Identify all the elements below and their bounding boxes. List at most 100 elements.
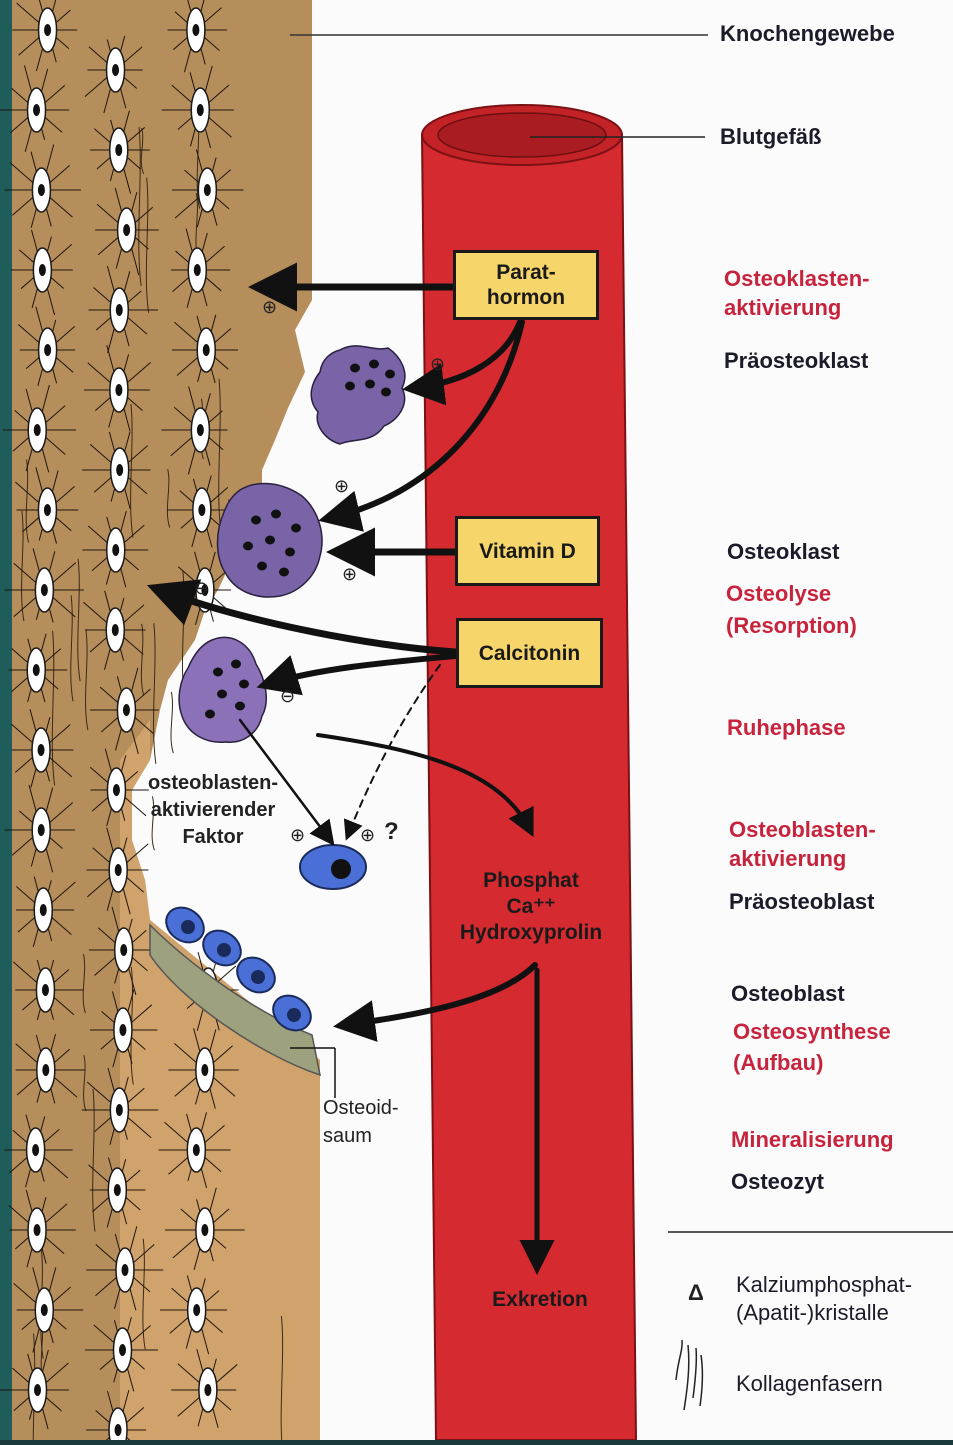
osteoclast-nucleus xyxy=(265,536,275,545)
plus-sign: ⊕ xyxy=(290,825,305,846)
collagen-legend-label: Kollagenfasern xyxy=(736,1368,883,1399)
calcitonin-label: Calcitonin xyxy=(479,641,581,666)
osteoklasten-aktivierung-line1: Osteoklasten- xyxy=(724,263,870,294)
osteocyte-nucleus xyxy=(116,464,123,476)
osteozyt-label: Osteozyt xyxy=(731,1166,824,1197)
osteocyte-nucleus xyxy=(121,1264,128,1276)
osteoclast-nucleus xyxy=(291,524,301,533)
osteoclast-nucleus xyxy=(251,516,261,525)
calcitonin-box: Calcitonin xyxy=(456,618,603,688)
osteocyte-nucleus xyxy=(197,104,204,116)
osteocyte-nucleus xyxy=(44,344,51,356)
osteoid-line1: Osteoid- xyxy=(323,1094,399,1122)
osteocyte-nucleus xyxy=(113,784,120,796)
factor-line3: Faktor xyxy=(133,824,293,851)
osteolyse-line1: Osteolyse xyxy=(726,578,831,609)
osteocyte-nucleus xyxy=(116,304,123,316)
osteoid-line2: saum xyxy=(323,1122,399,1150)
osteoclast-nucleus xyxy=(285,548,295,557)
osteocyte-nucleus xyxy=(44,24,51,36)
crystal-legend-line1: Kalziumphosphat- xyxy=(736,1270,912,1299)
osteoclast-nucleus xyxy=(231,660,241,669)
osteocyte-nucleus xyxy=(115,384,122,396)
osteocyte-nucleus xyxy=(123,704,130,716)
osteocyte-nucleus xyxy=(123,224,130,236)
osteoblasten-aktivierung-line1: Osteoblasten- xyxy=(729,814,876,845)
plus-sign: ⊕ xyxy=(262,297,277,318)
osteoclast-nucleus xyxy=(235,702,245,711)
osteocyte-nucleus xyxy=(115,1424,122,1436)
osteoklasten-aktivierung-line2: aktivierung xyxy=(724,292,841,323)
osteocyte-nucleus xyxy=(32,1144,39,1156)
osteocyte-nucleus xyxy=(38,744,45,756)
osteocyte-nucleus xyxy=(115,864,122,876)
exkretion-label: Exkretion xyxy=(470,1288,610,1312)
osteocyte-nucleus xyxy=(193,1304,200,1316)
osteocyte-nucleus xyxy=(44,504,51,516)
hydroxyprolin-label: Hydroxyprolin xyxy=(446,920,616,946)
ruhephase-label: Ruhephase xyxy=(727,712,846,743)
osteocyte-nucleus xyxy=(115,144,122,156)
plus-sign: ⊕ xyxy=(430,354,445,375)
osteocyte-nucleus xyxy=(42,984,49,996)
osteocyte-nucleus xyxy=(197,424,204,436)
resorption-products-label: Phosphat Ca⁺⁺ Hydroxyprolin xyxy=(446,868,616,946)
osteocyte-nucleus xyxy=(34,1384,41,1396)
vitamin-d-box: Vitamin D xyxy=(455,516,600,586)
osteocyte-nucleus xyxy=(198,504,205,516)
osteocyte-nucleus xyxy=(119,1024,126,1036)
osteoidsaum-label: Osteoid- saum xyxy=(323,1094,399,1150)
osteocyte-nucleus xyxy=(38,824,45,836)
osteocyte-nucleus xyxy=(39,264,46,276)
osteocyte-nucleus xyxy=(201,1064,208,1076)
osteocyte-nucleus xyxy=(193,1144,200,1156)
osteoblast-nucleus xyxy=(287,1008,301,1022)
minus-sign: ⊖ xyxy=(194,578,209,599)
factor-line2: aktivierender xyxy=(133,797,293,824)
osteocyte-nucleus xyxy=(112,64,119,76)
parathormon-label-line2: hormon xyxy=(487,285,565,310)
praeosteoblast-label: Präosteoblast xyxy=(729,886,875,917)
osteoclast-nucleus xyxy=(213,668,223,677)
parathormon-label-line1: Parat- xyxy=(496,260,556,285)
osteoblast-factor-label: osteoblasten- aktivierender Faktor xyxy=(133,770,293,851)
left-edge xyxy=(0,0,12,1440)
crystal-legend-line2: (Apatit-)kristalle xyxy=(736,1298,889,1327)
minus-sign: ⊖ xyxy=(280,686,295,707)
plus-sign: ⊕ xyxy=(334,476,349,497)
plus-sign: ⊕ xyxy=(342,564,357,585)
osteoclast-nucleus xyxy=(239,680,249,689)
osteoclast-nucleus xyxy=(365,380,375,389)
osteocyte-nucleus xyxy=(34,424,41,436)
osteoclast-nucleus xyxy=(257,562,267,571)
mineralisierung-label: Mineralisierung xyxy=(731,1124,894,1155)
blutgefaess-label: Blutgefäß xyxy=(720,121,821,152)
osteoclast-nucleus xyxy=(385,370,395,379)
osteoblast-label: Osteoblast xyxy=(731,978,845,1009)
osteocyte-nucleus xyxy=(41,584,48,596)
osteocyte-nucleus xyxy=(201,1224,208,1236)
osteocyte-nucleus xyxy=(112,624,119,636)
osteoclast-nucleus xyxy=(243,542,253,551)
osteoklast-label: Osteoklast xyxy=(727,536,840,567)
osteocyte-nucleus xyxy=(119,1344,126,1356)
osteocyte-nucleus xyxy=(42,1064,49,1076)
osteoblast-nucleus xyxy=(181,920,195,934)
osteocyte-nucleus xyxy=(114,1184,121,1196)
osteocyte-nucleus xyxy=(112,544,119,556)
osteocyte-nucleus xyxy=(34,1224,41,1236)
osteocyte-nucleus xyxy=(192,24,199,36)
osteosynthese-line1: Osteosynthese xyxy=(733,1016,891,1047)
osteocyte-nucleus xyxy=(33,104,40,116)
osteocyte-nucleus xyxy=(120,944,127,956)
knochengewebe-label: Knochengewebe xyxy=(720,18,895,49)
osteoblast-nucleus xyxy=(251,970,265,984)
osteocyte-nucleus xyxy=(40,904,47,916)
osteoclast-nucleus xyxy=(350,364,360,373)
osteolyse-line2: (Resorption) xyxy=(726,610,857,641)
osteocyte-nucleus xyxy=(41,1304,48,1316)
osteoclast-nucleus xyxy=(271,510,281,519)
osteoclast-nucleus xyxy=(217,690,227,699)
parathormon-box: Parat- hormon xyxy=(453,250,599,320)
osteocyte-nucleus xyxy=(194,264,201,276)
